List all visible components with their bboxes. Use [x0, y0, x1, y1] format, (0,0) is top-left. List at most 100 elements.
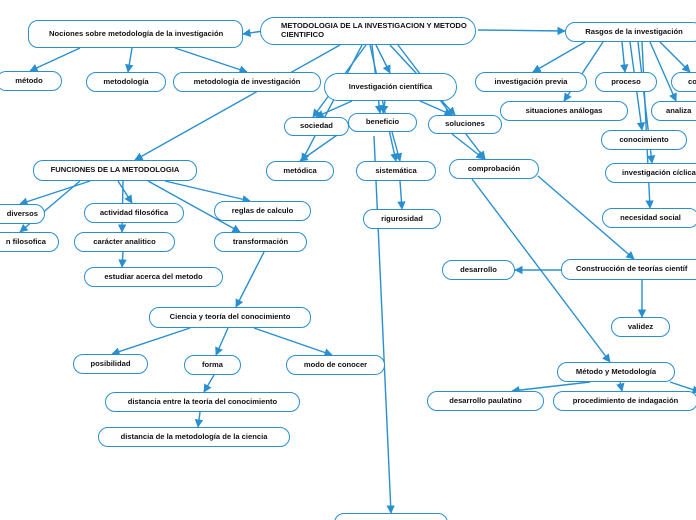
- construccion-teorias-node[interactable]: Construcción de teorías científ: [561, 259, 696, 280]
- connector-sistematica-to-rigurosidad: [397, 180, 406, 210]
- connector-sociedad-to-bottom: [373, 135, 395, 514]
- distancia-teoria-node[interactable]: distancia entre la teoría del conocimien…: [105, 392, 300, 412]
- investigacion-previa-node[interactable]: investigación previa: [475, 72, 587, 92]
- analiza-node[interactable]: analiza: [651, 101, 696, 121]
- sistematica-node[interactable]: sistemática: [356, 161, 436, 181]
- modo-conocer-label: modo de conocer: [303, 359, 368, 369]
- forma-node-label: forma: [201, 359, 224, 369]
- posibilidad-node-label: posibilidad: [90, 358, 131, 368]
- diversos-node-label: diversos: [6, 208, 38, 218]
- connector-nociones-to-metodo: [29, 47, 81, 72]
- vision-filosofica-label: n filosofica: [5, 236, 46, 246]
- funciones-metodologia-node[interactable]: FUNCIONES DE LA METODOLOGIA: [33, 160, 197, 181]
- metodo-metodologia-node[interactable]: Método y Metodología: [557, 362, 675, 382]
- analiza-node-label: analiza: [666, 105, 692, 115]
- nociones-node[interactable]: Nociones sobre metodología de la investi…: [28, 20, 243, 48]
- connector-nociones-to-metodologia: [125, 47, 134, 73]
- ciencia-teoria-node[interactable]: Ciencia y teoría del conocimiento: [149, 307, 311, 328]
- connector-inv-to-beneficio: [380, 100, 389, 114]
- nociones-node-label: Nociones sobre metodología de la investi…: [49, 28, 224, 38]
- bottom-partial-node[interactable]: [334, 513, 448, 520]
- investigacion-cientifica-node[interactable]: Investigación científica: [324, 73, 457, 101]
- procedimiento-indagacion-node[interactable]: procedimiento de indagación: [553, 391, 696, 411]
- metodologia-node-label: metodología: [103, 76, 149, 86]
- metodologia-investigacion-node[interactable]: metodología de investigación: [173, 72, 321, 92]
- diversos-node[interactable]: diversos: [0, 204, 45, 224]
- connector-sociedad-to-metodica: [299, 132, 341, 162]
- connector-distancia-teoria-to-distancia-metodologia: [194, 411, 204, 428]
- metodo-node-label: método: [15, 75, 43, 85]
- necesidad-social-node[interactable]: necesidad social: [602, 208, 696, 228]
- connector-rasgos-to-proceso: [620, 41, 629, 73]
- connector-metodo-metodologia-to-offscreen: [669, 381, 696, 394]
- proceso-node[interactable]: proceso: [595, 72, 657, 92]
- connector-funciones-to-diversos: [19, 180, 91, 206]
- metodica-node-label: metódica: [283, 165, 317, 175]
- connector-ciencia-to-modo: [253, 327, 333, 357]
- investigacion-ciclica-node[interactable]: investigación cíclica: [605, 163, 696, 183]
- reglas-calculo-node[interactable]: reglas de calculo: [214, 201, 311, 221]
- caracter-analitico-node[interactable]: carácter analitico: [74, 232, 175, 252]
- beneficio-node-label: beneficio: [365, 117, 400, 127]
- comprobacion-node-label: comprobación: [467, 163, 521, 173]
- rasgos-node[interactable]: Rasgos de la investigación: [565, 22, 696, 42]
- desarrollo-paulatino-node[interactable]: desarrollo paulatino: [427, 391, 544, 411]
- connector-rasgos-to-inv-previa: [532, 41, 586, 73]
- situaciones-analogas-node[interactable]: situaciones análogas: [500, 101, 628, 121]
- transformacion-node[interactable]: transformación: [214, 232, 307, 252]
- connector-root-to-rasgos: [477, 26, 566, 36]
- posibilidad-node[interactable]: posibilidad: [73, 354, 148, 374]
- estudiar-metodo-node[interactable]: estudiar acerca del metodo: [84, 267, 223, 287]
- co-node-label: co: [688, 76, 696, 86]
- connector-metodo-metodologia-to-procedimiento: [616, 381, 625, 392]
- forma-node[interactable]: forma: [184, 355, 241, 375]
- caracter-analitico-label: carácter analitico: [93, 236, 156, 246]
- connector-root-to-inv-cientifica: [375, 44, 391, 74]
- beneficio-node[interactable]: beneficio: [348, 113, 417, 132]
- connector-forma-to-distancia-teoria: [203, 374, 215, 393]
- connector-root-to-metodica: [301, 44, 363, 162]
- co-node[interactable]: co: [671, 72, 696, 92]
- actividad-filosofica-node[interactable]: actividad filosófica: [84, 203, 184, 223]
- rasgos-node-label: Rasgos de la investigación: [585, 26, 683, 36]
- distancia-metodologia-node[interactable]: distancia de la metodología de la cienci…: [98, 427, 290, 447]
- connector-caracter-to-estudiar: [118, 251, 127, 268]
- desarrollo-node[interactable]: desarrollo: [442, 260, 515, 280]
- distancia-teoria-label: distancia entre la teoría del conocimien…: [127, 396, 278, 406]
- metodo-metodologia-label: Método y Metodología: [575, 366, 657, 376]
- root-node-label: METODOLOGIA DE LA INVESTIGACION Y METODO…: [281, 21, 467, 39]
- desarrollo-paulatino-label: desarrollo paulatino: [449, 395, 522, 405]
- actividad-filosofica-label: actividad filosófica: [99, 207, 169, 217]
- connector-inv-to-soluciones: [419, 100, 453, 116]
- connector-funciones-to-transformacion: [147, 180, 241, 233]
- sistematica-node-label: sistemática: [375, 165, 417, 175]
- metodo-node[interactable]: método: [0, 71, 62, 91]
- proceso-node-label: proceso: [611, 76, 641, 86]
- connector-rasgos-to-co: [659, 41, 691, 73]
- validez-node[interactable]: validez: [611, 317, 670, 337]
- conocimiento-node[interactable]: conocimiento: [601, 130, 687, 150]
- connector-root-to-sistematica: [369, 44, 399, 162]
- modo-conocer-node[interactable]: modo de conocer: [286, 355, 385, 375]
- soluciones-node[interactable]: soluciones: [428, 115, 502, 134]
- soluciones-node-label: soluciones: [445, 119, 485, 129]
- validez-node-label: validez: [627, 321, 654, 331]
- metodica-node[interactable]: metódica: [266, 161, 334, 181]
- reglas-calculo-label: reglas de calculo: [231, 205, 294, 215]
- distancia-metodologia-label: distancia de la metodología de la cienci…: [120, 431, 268, 441]
- metodologia-node[interactable]: metodología: [86, 72, 166, 92]
- investigacion-cientifica-label: Investigación científica: [348, 81, 433, 91]
- connector-comprobacion-to-construccion: [537, 175, 635, 260]
- connector-funciones-to-actividad: [117, 180, 133, 204]
- funciones-metodologia-label: FUNCIONES DE LA METODOLOGIA: [50, 165, 180, 175]
- connector-ciencia-to-forma: [215, 327, 229, 356]
- connector-soluciones-to-comprobacion: [451, 133, 485, 160]
- root-node[interactable]: METODOLOGIA DE LA INVESTIGACION Y METODO…: [260, 17, 476, 45]
- comprobacion-node[interactable]: comprobación: [449, 159, 539, 179]
- construccion-teorias-label: Construcción de teorías científ: [576, 264, 688, 274]
- vision-filosofica-node[interactable]: n filosofica: [0, 232, 59, 252]
- sociedad-node[interactable]: sociedad: [284, 117, 349, 136]
- connector-ciencia-to-posibilidad: [111, 327, 191, 356]
- rigurosidad-node[interactable]: rigurosidad: [363, 209, 441, 229]
